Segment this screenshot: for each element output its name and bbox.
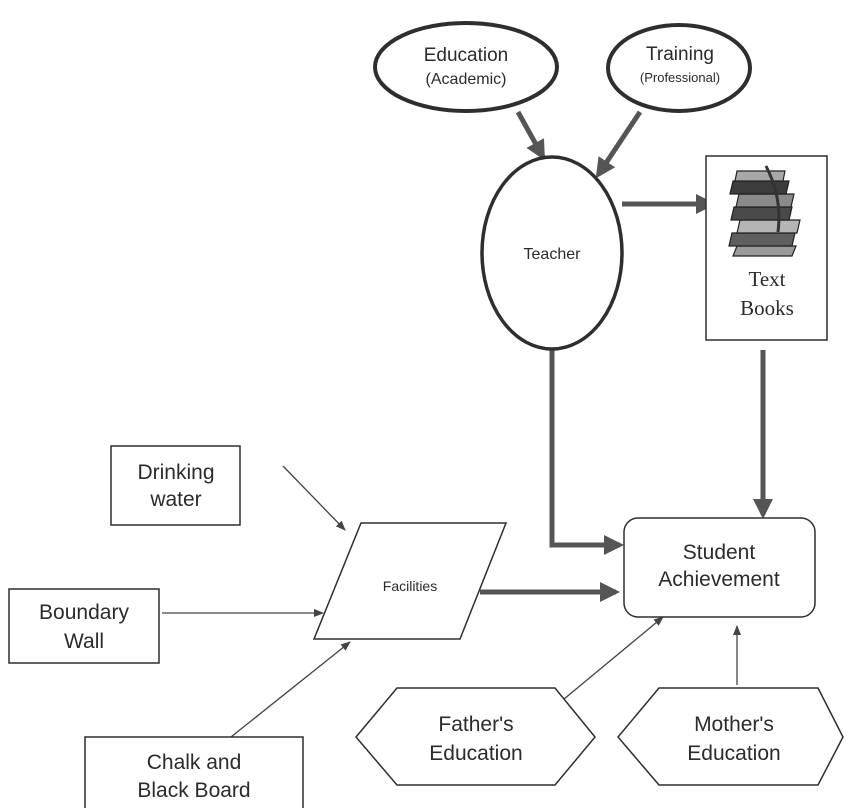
student-achievement-line2: Achievement xyxy=(658,568,780,591)
node-teacher: Teacher xyxy=(480,155,624,351)
drinking-water-line2: water xyxy=(149,488,201,511)
node-facilities: Facilities xyxy=(312,522,508,640)
textbooks-line2: Books xyxy=(740,296,794,320)
arrow-training-to-teacher xyxy=(595,110,643,179)
mothers-education-line1: Mother's xyxy=(694,713,774,736)
education-subtitle: (Academic) xyxy=(426,71,507,88)
books-stack-icon xyxy=(728,165,801,257)
node-training: Training (Professional) xyxy=(606,23,752,113)
student-achievement-line1: Student xyxy=(683,541,756,564)
node-student-achievement: Student Achievement xyxy=(623,517,816,618)
boundary-wall-line1: Boundary xyxy=(39,601,129,624)
arrow-drinking-water-to-facilities xyxy=(282,465,346,531)
arrows-thin xyxy=(162,465,741,738)
training-title: Training xyxy=(646,44,714,65)
node-boundary-wall: Boundary Wall xyxy=(8,588,160,664)
arrow-fathers-education-to-student-achievement xyxy=(551,616,664,710)
facilities-label: Facilities xyxy=(383,578,437,594)
arrow-education-to-teacher xyxy=(515,110,546,161)
arrow-chalk-board-to-facilities xyxy=(230,641,351,738)
node-mothers-education: Mother's Education xyxy=(617,687,844,786)
education-title: Education xyxy=(424,45,509,66)
mothers-education-line2: Education xyxy=(687,742,780,765)
node-fathers-education: Father's Education xyxy=(355,687,596,786)
textbooks-line1: Text xyxy=(748,267,785,291)
node-drinking-water: Drinking water xyxy=(110,445,241,526)
boundary-wall-line2: Wall xyxy=(64,630,104,653)
drinking-water-line1: Drinking xyxy=(137,461,214,484)
fathers-education-line1: Father's xyxy=(438,713,513,736)
fathers-education-line2: Education xyxy=(429,742,522,765)
arrow-teacher-to-student-achievement xyxy=(549,348,624,555)
node-textbooks: Text Books xyxy=(705,155,828,341)
chalk-board-line2: Black Board xyxy=(137,779,250,802)
node-education: Education (Academic) xyxy=(373,21,559,113)
arrows-thick xyxy=(480,110,773,602)
chalk-board-line1: Chalk and xyxy=(147,751,242,774)
node-chalk-board: Chalk and Black Board xyxy=(84,736,304,808)
training-subtitle: (Professional) xyxy=(640,70,720,85)
teacher-label: Teacher xyxy=(524,246,582,263)
